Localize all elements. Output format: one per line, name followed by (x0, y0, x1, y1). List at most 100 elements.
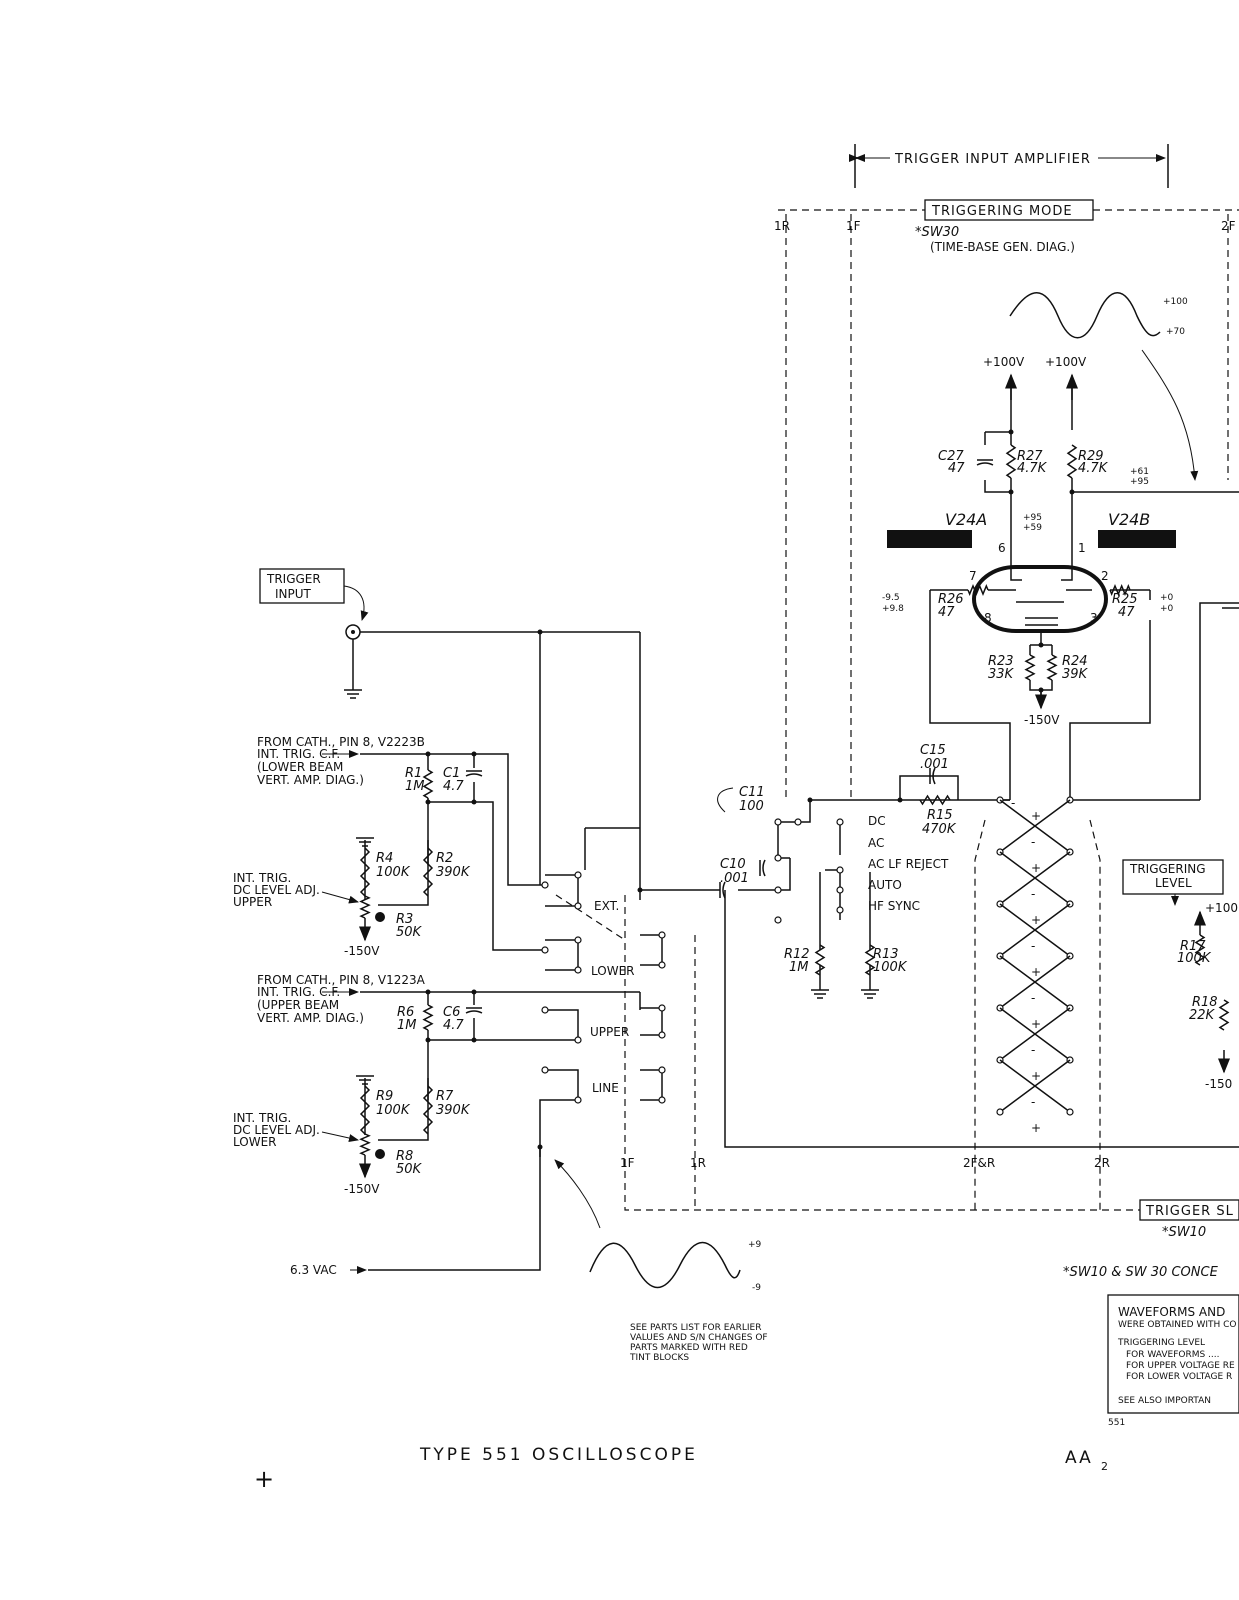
svg-text:6: 6 (998, 541, 1006, 555)
resistor-r17 (1194, 934, 1206, 966)
svg-text:+61: +61 (1130, 467, 1149, 477)
polarity-sign: + (1031, 1017, 1041, 1031)
svg-text:TRIGGERING LEVEL: TRIGGERING LEVEL (1117, 1338, 1205, 1348)
svg-text:C11: C11 (739, 785, 765, 800)
junction-dot (897, 797, 903, 803)
polarity-sign: + (1031, 861, 1041, 875)
svg-text:+70: +70 (1166, 327, 1185, 337)
svg-text:FOR UPPER VOLTAGE RE: FOR UPPER VOLTAGE RE (1126, 1361, 1235, 1371)
svg-text:C27: C27 (938, 449, 964, 464)
svg-text:+100: +100 (1205, 901, 1238, 915)
slope-crossover (999, 903, 1071, 957)
capacitor-c1 (465, 770, 483, 777)
svg-text:100K: 100K (1177, 951, 1212, 966)
switch-terminal (658, 1096, 666, 1104)
junction-dot (807, 797, 813, 803)
svg-text:R23: R23 (988, 654, 1014, 669)
switch-terminal (574, 1036, 582, 1044)
resistor-r8 (359, 1133, 371, 1156)
junction-dot (1069, 489, 1075, 495)
junction-dot (1008, 429, 1014, 435)
svg-text:6.3 VAC: 6.3 VAC (290, 1263, 337, 1277)
svg-text:C6: C6 (443, 1005, 460, 1020)
svg-text:SEE PARTS LIST FOR EARLIER: SEE PARTS LIST FOR EARLIER (630, 1323, 761, 1333)
junction-dot (425, 989, 431, 995)
junction-dot (425, 751, 431, 757)
svg-text:*SW10: *SW10 (1162, 1225, 1206, 1240)
junction-dot (471, 799, 477, 805)
svg-text:HF SYNC: HF SYNC (868, 899, 920, 913)
svg-text:1F: 1F (620, 1156, 635, 1170)
resistor-r12 (814, 944, 826, 976)
svg-text:1R: 1R (774, 219, 790, 233)
upper-beam-input: FROM CATH., PIN 8, V1223A INT. TRIG. C.F… (233, 973, 640, 1196)
resistor-r24 (1046, 654, 1058, 681)
switch-terminal (774, 886, 782, 894)
svg-text:(LOWER BEAM: (LOWER BEAM (257, 760, 343, 774)
polarity-sign: + (1031, 1121, 1041, 1135)
svg-text:TRIGGERING: TRIGGERING (1129, 862, 1206, 876)
svg-text:-9: -9 (752, 1283, 761, 1293)
svg-text:WERE OBTAINED WITH CO: WERE OBTAINED WITH CO (1118, 1320, 1237, 1330)
svg-text:7: 7 (969, 569, 977, 583)
svg-text:4.7: 4.7 (443, 1018, 464, 1033)
svg-text:.001: .001 (920, 757, 949, 772)
capacitor-c11 (759, 859, 766, 877)
switch-terminal (836, 866, 844, 874)
junction-dot (471, 989, 477, 995)
svg-text:-150: -150 (1205, 1077, 1232, 1091)
slope-polarity-chain: - (1000, 796, 1200, 810)
resistor-r26 (967, 584, 989, 596)
svg-text:TRIGGER SL: TRIGGER SL (1145, 1204, 1234, 1219)
slope-crossover (999, 799, 1071, 853)
capacitor-c10 (719, 881, 726, 899)
svg-text:50K: 50K (396, 925, 423, 940)
svg-text:WAVEFORMS AND: WAVEFORMS AND (1118, 1305, 1225, 1319)
svg-text:-: - (1011, 796, 1015, 810)
svg-text:R7: R7 (436, 1089, 454, 1104)
svg-text:2: 2 (1101, 569, 1109, 583)
ground-symbol (356, 1075, 374, 1085)
switch-terminal (658, 961, 666, 969)
switch-terminal (574, 936, 582, 944)
capacitor-c6 (465, 1007, 483, 1014)
svg-text:AUTO: AUTO (868, 878, 902, 892)
svg-text:39K: 39K (1062, 667, 1089, 682)
polarity-sign: - (1031, 991, 1035, 1005)
svg-text:+0: +0 (1160, 593, 1174, 603)
svg-text:*SW30: *SW30 (915, 225, 959, 240)
lower-beam-input: FROM CATH., PIN 8, V2223B INT. TRIG. C.F… (233, 735, 545, 958)
svg-text:C1: C1 (443, 766, 460, 781)
resistor-r27 (1005, 444, 1017, 479)
switch-terminal (574, 902, 582, 910)
svg-text:TRIGGER: TRIGGER (266, 572, 321, 586)
junction-dot (1038, 687, 1044, 693)
slope-crossover (999, 1007, 1071, 1061)
svg-text:INT. TRIG.: INT. TRIG. (233, 1111, 291, 1125)
switch-terminal (658, 1004, 666, 1012)
svg-text:R26: R26 (938, 592, 964, 607)
svg-text:R1: R1 (405, 766, 422, 781)
switch-terminal (774, 854, 782, 862)
source-selector: EXT. LOWER UPPER LINE (545, 632, 700, 1101)
svg-text:R13: R13 (873, 947, 899, 962)
svg-text:1R: 1R (690, 1156, 706, 1170)
svg-text:2F&R: 2F&R (963, 1156, 995, 1170)
switch-terminal (574, 871, 582, 879)
switch-terminal (836, 886, 844, 894)
svg-text:VALUES AND S/N CHANGES OF: VALUES AND S/N CHANGES OF (630, 1333, 768, 1343)
coupling-network: C11 100 C10 .001 DC AC AC LF REJECT AUTO… (700, 743, 1010, 990)
switch-terminal (541, 946, 549, 954)
svg-text:DC LEVEL ADJ.: DC LEVEL ADJ. (233, 1123, 320, 1137)
resistor-r29 (1066, 444, 1078, 479)
svg-text:+100: +100 (1163, 297, 1188, 307)
svg-text:UPPER: UPPER (590, 1025, 629, 1039)
tube-v24: +100V +100V C27 47 R27 4.7K R29 4.7K +61… (882, 355, 1239, 800)
svg-text:LOWER: LOWER (591, 964, 635, 978)
svg-text:470K: 470K (922, 822, 957, 837)
junction-dot (425, 1037, 431, 1043)
svg-text:3: 3 (1090, 611, 1098, 625)
trigger-input: TRIGGER INPUT (259, 568, 640, 690)
svg-text:INT. TRIG. C.F.: INT. TRIG. C.F. (257, 747, 340, 761)
